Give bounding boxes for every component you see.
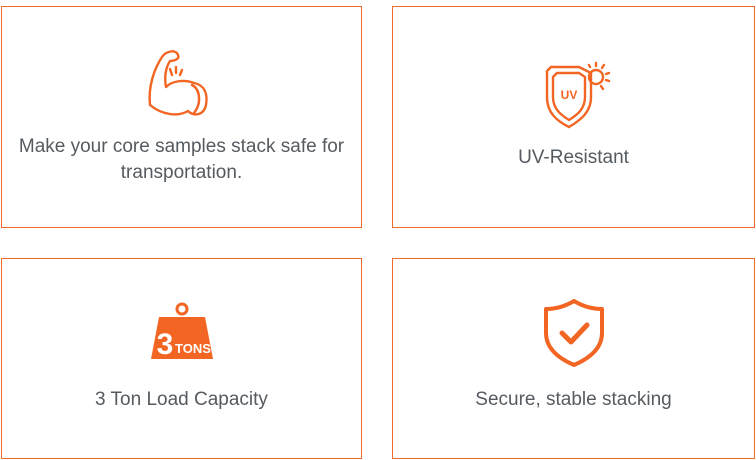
shield-check-icon [543, 299, 604, 367]
svg-text:3: 3 [156, 328, 173, 361]
feature-card-strength: Make your core samples stack safe for tr… [1, 6, 362, 228]
feature-label: 3 Ton Load Capacity [95, 389, 268, 410]
flexed-bicep-icon [147, 50, 208, 116]
svg-text:UV: UV [560, 88, 577, 102]
feature-label: Secure, stable stacking [475, 389, 672, 410]
svg-text:TONS: TONS [175, 341, 211, 356]
feature-card-capacity: 3 TONS 3 Ton Load Capacity [1, 258, 362, 459]
feature-card-secure: Secure, stable stacking [392, 258, 755, 459]
feature-label: Make your core samples stack safe for tr… [18, 136, 345, 183]
weight-3-tons-icon: 3 TONS [150, 302, 213, 361]
feature-card-uv: UV UV-Resistant [392, 6, 755, 228]
uv-shield-sun-icon: UV [545, 61, 610, 129]
feature-label: UV-Resistant [518, 147, 629, 168]
